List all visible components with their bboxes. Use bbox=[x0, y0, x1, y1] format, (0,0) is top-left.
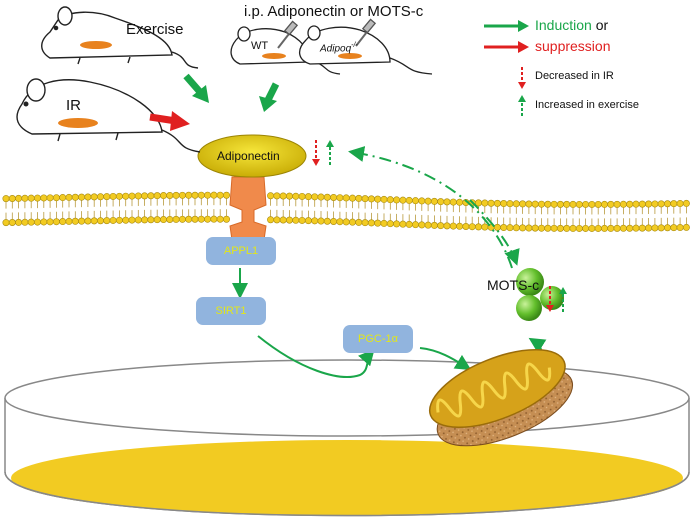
legend-increased: Increased in exercise bbox=[535, 99, 639, 111]
sirt1-to-pgc1a-arrow bbox=[257, 335, 375, 378]
pgc1a-box: PGC-1α bbox=[343, 325, 413, 353]
exercise-label: Exercise bbox=[126, 21, 184, 38]
adiponectin-receptor bbox=[229, 176, 267, 241]
petri-dish bbox=[4, 359, 690, 517]
adiponectin-change-indicators bbox=[312, 140, 334, 166]
motsc-change-indicators bbox=[546, 286, 567, 312]
adiponectin-to-motsc-arrow bbox=[469, 199, 520, 266]
sirt1-box: SIRT1 bbox=[196, 297, 266, 325]
adiponectin-molecule bbox=[197, 134, 307, 178]
motsc-label: MOTS-c bbox=[487, 277, 540, 293]
page-title: i.p. Adiponectin or MOTS-c bbox=[244, 3, 424, 20]
wt-label: WT bbox=[251, 40, 269, 52]
motsc-to-adiponectin-arrow bbox=[348, 146, 513, 269]
mouse-exercise bbox=[41, 6, 199, 69]
motsc-peptide bbox=[516, 268, 564, 321]
legend-induction: Induction or bbox=[535, 17, 609, 33]
adipoq-label: Adipoq-/- bbox=[320, 42, 358, 55]
pgc1a-to-mito-arrow bbox=[419, 347, 472, 371]
mouse-adipoq-ko bbox=[299, 18, 433, 75]
input-arrows bbox=[149, 73, 280, 131]
mouse-ir bbox=[16, 78, 201, 153]
legend-arrows bbox=[484, 20, 529, 116]
cell-membrane bbox=[2, 191, 690, 232]
dish-liquid bbox=[11, 440, 683, 516]
legend-suppression: suppression bbox=[535, 38, 611, 54]
legend-decreased: Decreased in IR bbox=[535, 70, 614, 82]
signaling-arrows bbox=[232, 146, 547, 378]
ir-label: IR bbox=[66, 97, 81, 114]
adiponectin-label: Adiponectin bbox=[217, 149, 280, 163]
mitochondrion bbox=[428, 349, 574, 447]
appl1-box: APPL1 bbox=[206, 237, 276, 265]
